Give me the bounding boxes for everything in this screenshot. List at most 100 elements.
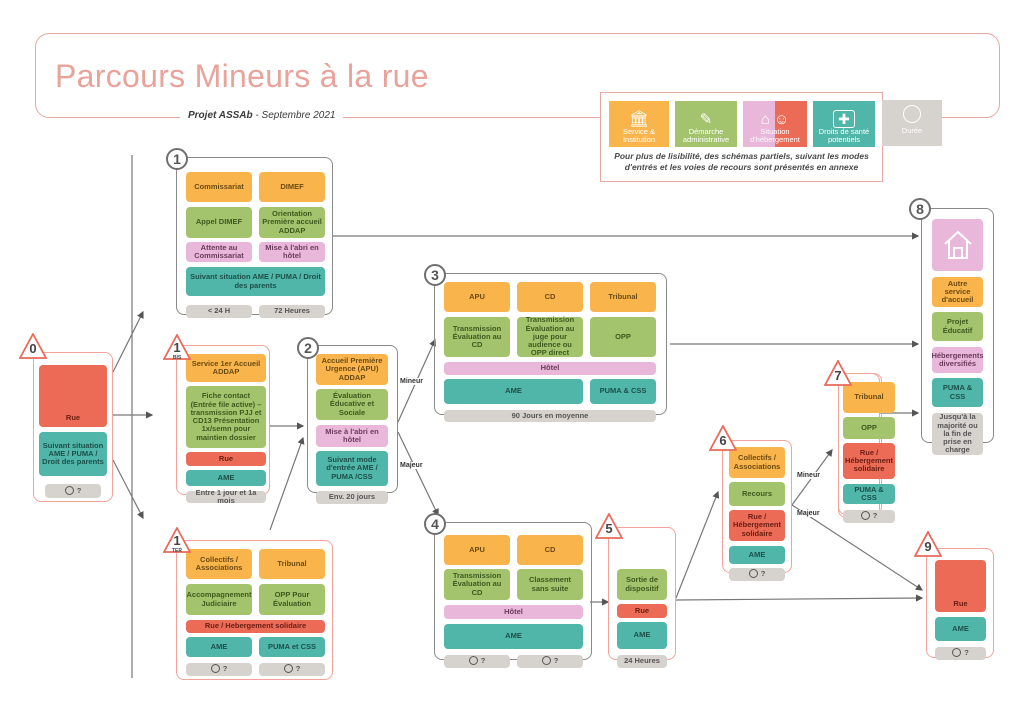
node-5-rue[interactable]: Rue bbox=[617, 604, 667, 618]
node-6-ame[interactable]: AME bbox=[729, 546, 785, 564]
node-3-opp[interactable]: OPP bbox=[590, 317, 656, 357]
node-1bis-demarche[interactable]: Fiche contact (Entrée file active) – tra… bbox=[186, 386, 266, 448]
edge-label-mineur: Mineur bbox=[400, 378, 423, 385]
node-3-tribunal[interactable]: Tribunal bbox=[590, 282, 656, 312]
node-5-ame[interactable]: AME bbox=[617, 622, 667, 649]
node-1ter-accompagnement[interactable]: Accompagnement Judiciaire bbox=[186, 584, 252, 615]
node-7-badge: 7 bbox=[824, 360, 852, 386]
node-1-sante[interactable]: Suivant situation AME / PUMA / Droit des… bbox=[186, 267, 325, 296]
node-1-mise-abri[interactable]: Mise à l'abri en hôtel bbox=[259, 242, 325, 262]
node-0-duree: ? bbox=[45, 484, 101, 498]
node-1ter-duree-1: ? bbox=[186, 663, 252, 676]
edge-0-1 bbox=[112, 310, 144, 373]
node-9-ame[interactable]: AME bbox=[935, 617, 986, 641]
node-3-apu[interactable]: APU bbox=[444, 282, 510, 312]
node-1ter-tribunal[interactable]: Tribunal bbox=[259, 549, 325, 579]
node-8-heberg[interactable]: Hébergements diversifiés bbox=[931, 347, 984, 373]
node-1ter-ame[interactable]: AME bbox=[186, 637, 252, 657]
node-7-duree: ? bbox=[843, 510, 895, 523]
node-8-service[interactable]: Autre service d'accueil bbox=[932, 277, 983, 307]
edge-label-majeur-2: Majeur bbox=[797, 510, 820, 517]
edge-6-9 bbox=[791, 504, 924, 591]
edge-label-mineur-2: Mineur bbox=[797, 472, 820, 479]
node-6-recours[interactable]: Recours bbox=[729, 482, 785, 506]
node-7-opp[interactable]: OPP bbox=[843, 417, 895, 439]
legend-label: Durée bbox=[901, 126, 923, 135]
legend-note: Pour plus de lisibilité, des schémas par… bbox=[614, 151, 869, 172]
clock-icon bbox=[283, 664, 293, 673]
node-4-duree-2: ? bbox=[517, 655, 583, 668]
node-1ter-collectifs[interactable]: Collectifs / Associations bbox=[186, 549, 252, 579]
node-1bis-duree: Entre 1 jour et 1a mois bbox=[186, 488, 266, 505]
node-1ter-opp[interactable]: OPP Pour Évaluation bbox=[259, 584, 325, 615]
medical-cross-icon: ✚ bbox=[833, 110, 855, 129]
node-4-transmission[interactable]: Transmission Évaluation au CD bbox=[444, 569, 510, 600]
node-1bis-rue[interactable]: Rue bbox=[186, 452, 266, 466]
node-4-cd[interactable]: CD bbox=[517, 535, 583, 565]
bank-icon: 🏛 bbox=[628, 111, 650, 129]
node-5-duree: 24 Heures bbox=[617, 655, 667, 668]
node-2-heberg[interactable]: Mise à l'abri en hôtel bbox=[316, 425, 388, 447]
node-1ter-duree-2: ? bbox=[259, 663, 325, 676]
legend-label: Droits de santé potentiels bbox=[818, 127, 870, 145]
node-1-commissariat[interactable]: Commissariat bbox=[186, 172, 252, 202]
edge-5-6 bbox=[675, 490, 720, 599]
node-8-projet[interactable]: Projet Éducatif bbox=[932, 312, 983, 341]
clock-icon bbox=[468, 656, 478, 665]
node-2-sante[interactable]: Suivant mode d'entrée AME / PUMA /CSS bbox=[316, 451, 388, 486]
node-4-badge: 4 bbox=[424, 513, 446, 535]
legend-item-service: 🏛 Service & Institution bbox=[609, 101, 669, 147]
node-1-badge: 1 bbox=[166, 148, 188, 170]
node-1-frame bbox=[176, 157, 333, 315]
node-8-puma[interactable]: PUMA & CSS bbox=[932, 378, 983, 407]
node-3-hotel[interactable]: Hôtel bbox=[444, 362, 656, 375]
legend-item-duree: Durée bbox=[882, 100, 942, 146]
node-4-apu[interactable]: APU bbox=[444, 535, 510, 565]
edge-5-9 bbox=[675, 594, 924, 602]
node-4-hotel[interactable]: Hôtel bbox=[444, 605, 583, 619]
legend-label: Démarche administrative bbox=[682, 127, 730, 145]
node-5-sortie[interactable]: Sortie de dispositif bbox=[617, 569, 667, 600]
node-2-service[interactable]: Accueil Première Urgence (APU) ADDAP bbox=[316, 354, 388, 385]
node-1-dimef[interactable]: DIMEF bbox=[259, 172, 325, 202]
node-0-sante[interactable]: Suivant situation AME / PUMA / Droit des… bbox=[39, 432, 107, 476]
node-1-orientation[interactable]: Orientation Première accueil ADDAP bbox=[259, 207, 325, 238]
node-1-appel-dimef[interactable]: Appel DIMEF bbox=[186, 207, 252, 238]
node-8-badge: 8 bbox=[909, 198, 931, 220]
node-7-tribunal[interactable]: Tribunal bbox=[843, 382, 895, 413]
node-6-rue[interactable]: Rue / Hébergement solidaire bbox=[729, 510, 785, 541]
node-2-demarche[interactable]: Évaluation Éducative et Sociale bbox=[316, 389, 388, 420]
node-6-collectifs[interactable]: Collectifs / Associations bbox=[729, 447, 785, 478]
node-1bis-service[interactable]: Service 1er Accueil ADDAP bbox=[186, 354, 266, 382]
edge-label-majeur: Majeur bbox=[400, 462, 423, 469]
legend-label: Situation d'hébergement bbox=[750, 127, 800, 145]
subtitle-date: - Septembre 2021 bbox=[252, 110, 336, 121]
node-1ter-puma[interactable]: PUMA et CSS bbox=[259, 637, 325, 657]
subtitle-project: Projet ASSAb bbox=[188, 110, 253, 121]
node-0-rue[interactable]: Rue bbox=[39, 365, 107, 427]
node-7-rue[interactable]: Rue / Hébergement solidaire bbox=[843, 443, 895, 479]
node-3-puma[interactable]: PUMA & CSS bbox=[590, 379, 656, 404]
node-2-duree: Env. 20 jours bbox=[316, 491, 388, 504]
node-4-ame[interactable]: AME bbox=[444, 624, 583, 649]
document-pen-icon: ✎ bbox=[699, 111, 713, 129]
edge-1ter-2 bbox=[269, 436, 305, 531]
node-1-attente[interactable]: Attente au Commissariat bbox=[186, 242, 252, 262]
node-1-duree-1: < 24 H bbox=[186, 305, 252, 318]
node-7-puma[interactable]: PUMA & CSS bbox=[843, 484, 895, 504]
node-3-transmission-juge[interactable]: Transmission Évaluation au juge pour aud… bbox=[517, 316, 583, 357]
clock-icon bbox=[748, 569, 758, 578]
clock-icon bbox=[903, 105, 921, 123]
node-4-classement[interactable]: Classement sans suite bbox=[517, 569, 583, 600]
node-1bis-sante[interactable]: AME bbox=[186, 470, 266, 486]
legend-item-hebergement: ⌂ ☺ Situation d'hébergement bbox=[743, 101, 807, 147]
subtitle: Projet ASSAb - Septembre 2021 bbox=[180, 110, 344, 121]
node-1ter-rue[interactable]: Rue / Hebergement solidaire bbox=[186, 620, 325, 633]
node-3-transmission-cd[interactable]: Transmission Évaluation au CD bbox=[444, 317, 510, 357]
node-3-badge: 3 bbox=[424, 264, 446, 286]
node-3-cd[interactable]: CD bbox=[517, 282, 583, 312]
node-3-duree: 90 Jours en moyenne bbox=[444, 410, 656, 422]
node-3-ame[interactable]: AME bbox=[444, 379, 583, 404]
node-9-rue[interactable]: Rue bbox=[935, 560, 986, 612]
